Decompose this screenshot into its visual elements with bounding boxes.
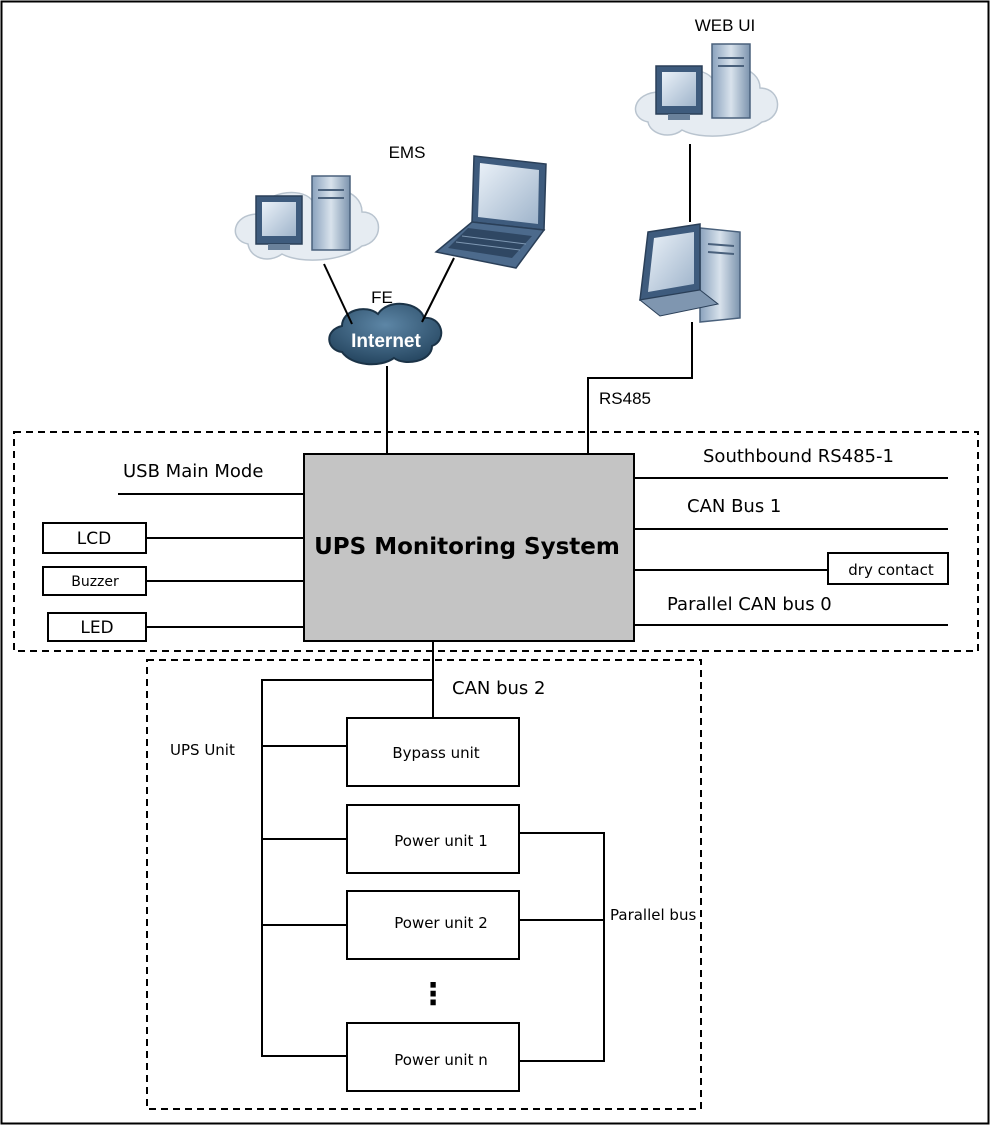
buzzer-label: Buzzer — [71, 574, 119, 590]
dry-contact-box — [827, 552, 949, 585]
lcd-label: LCD — [77, 529, 111, 549]
parallel-can-bus-0-label: Parallel CAN bus 0 — [667, 594, 832, 615]
ups-monitoring-system-box — [303, 453, 635, 642]
dry-contact-label: dry contact — [848, 561, 934, 579]
can-bus-1-label: CAN Bus 1 — [687, 496, 781, 517]
power-unit-n-label: Power unit n — [394, 1051, 487, 1069]
internet-label: Internet — [351, 331, 421, 352]
power-unit-1-label: Power unit 1 — [394, 832, 488, 850]
can-bus-2-label: CAN bus 2 — [452, 678, 545, 699]
desktop-pc-icon — [638, 223, 741, 323]
laptop-to-internet-line — [421, 257, 455, 323]
buzzer-box — [42, 566, 147, 596]
ups-monitoring-system-title: UPS Monitoring System — [314, 534, 620, 560]
ups-unit-group-border — [146, 659, 702, 1110]
laptop-icon — [434, 155, 547, 269]
usb-main-mode-label: USB Main Mode — [123, 461, 263, 482]
power-unit-n-box — [346, 1022, 520, 1092]
web-ui-label: WEB UI — [695, 16, 755, 35]
power-unit-1-box — [346, 804, 520, 874]
bypass-unit-box — [346, 717, 520, 787]
power-unit-2-label: Power unit 2 — [394, 914, 488, 932]
ups-unit-label: UPS Unit — [170, 741, 235, 759]
monitoring-group-border — [13, 431, 979, 652]
can-bus-2-trunk — [261, 679, 433, 1057]
bypass-unit-label: Bypass unit — [392, 744, 479, 762]
led-label: LED — [80, 618, 113, 638]
southbound-rs485-label: Southbound RS485-1 — [703, 446, 894, 467]
rs485-label: RS485 — [599, 389, 651, 408]
power-unit-2-box — [346, 890, 520, 960]
parallel-bus-label: Parallel bus — [610, 906, 696, 924]
ems-to-internet-line — [323, 263, 353, 325]
pc-to-monitor-line — [587, 322, 693, 454]
parallel-bus-line — [519, 832, 605, 1062]
fe-label: FE — [371, 288, 393, 307]
vertical-ellipsis: ⋮ — [418, 977, 448, 1012]
ems-workstation — [234, 175, 380, 261]
ems-label: EMS — [389, 143, 426, 162]
web-ui-workstation — [634, 43, 779, 137]
